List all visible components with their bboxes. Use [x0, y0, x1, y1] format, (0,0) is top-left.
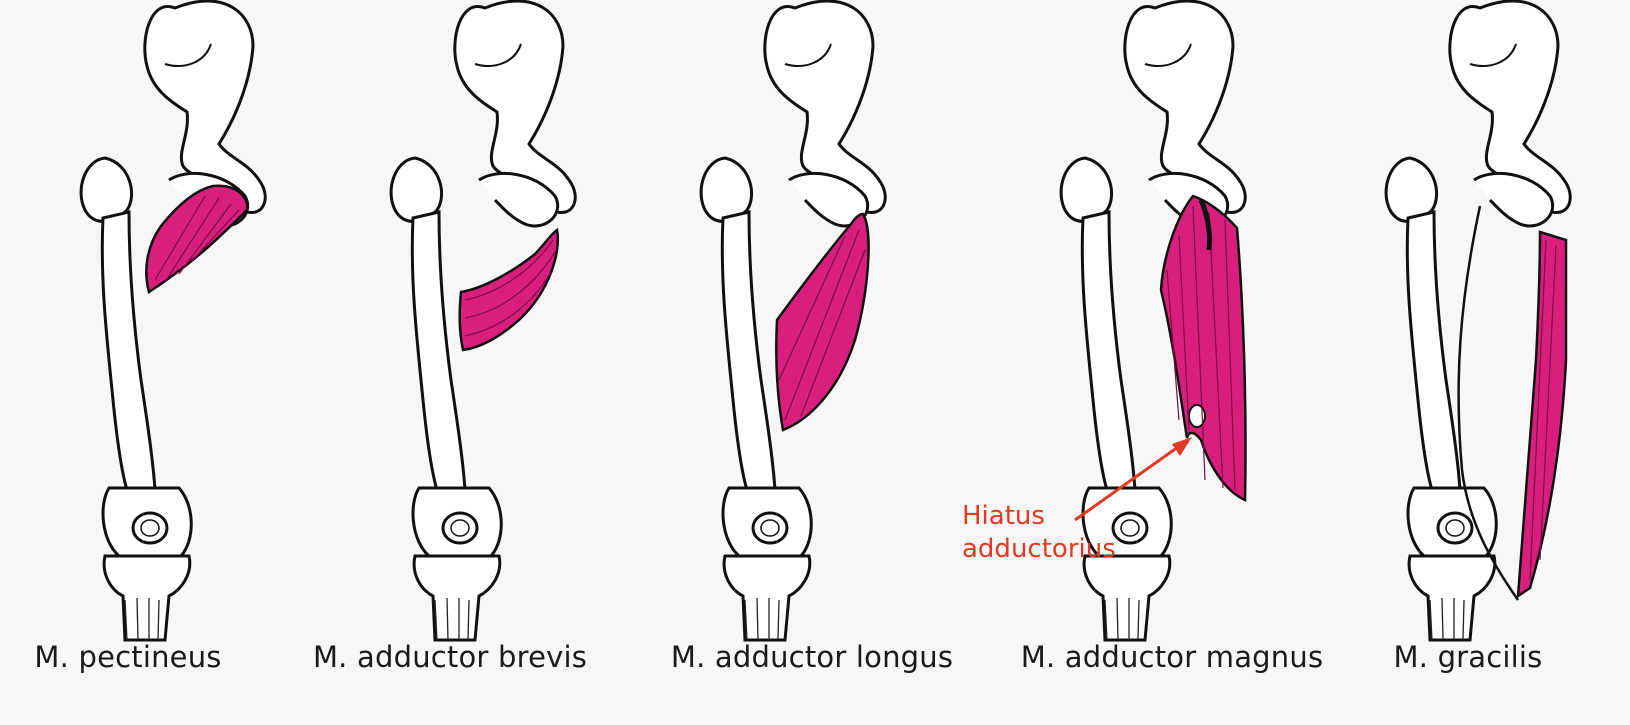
gracilis-muscle [1518, 232, 1566, 596]
annotation-line-2: adductorius [962, 533, 1116, 566]
gracilis-panel [1386, 1, 1570, 640]
label-adductor-longus: M. adductor longus [671, 640, 953, 674]
adductor-brevis-panel [391, 1, 575, 640]
hiatus-annotation: Hiatus adductorius [962, 500, 1116, 566]
annotation-arrowhead [1172, 437, 1192, 456]
adductor-longus-muscle [776, 214, 868, 430]
pectineus-panel [81, 1, 265, 640]
label-adductor-brevis: M. adductor brevis [313, 640, 587, 674]
label-adductor-magnus: M. adductor magnus [1021, 640, 1324, 674]
pectineus-muscle [146, 186, 247, 292]
label-pectineus: M. pectineus [34, 640, 221, 674]
label-gracilis: M. gracilis [1394, 640, 1543, 674]
annotation-line-1: Hiatus [962, 500, 1116, 533]
adductor-longus-panel [701, 1, 885, 640]
adductor-brevis-muscle [460, 230, 558, 350]
